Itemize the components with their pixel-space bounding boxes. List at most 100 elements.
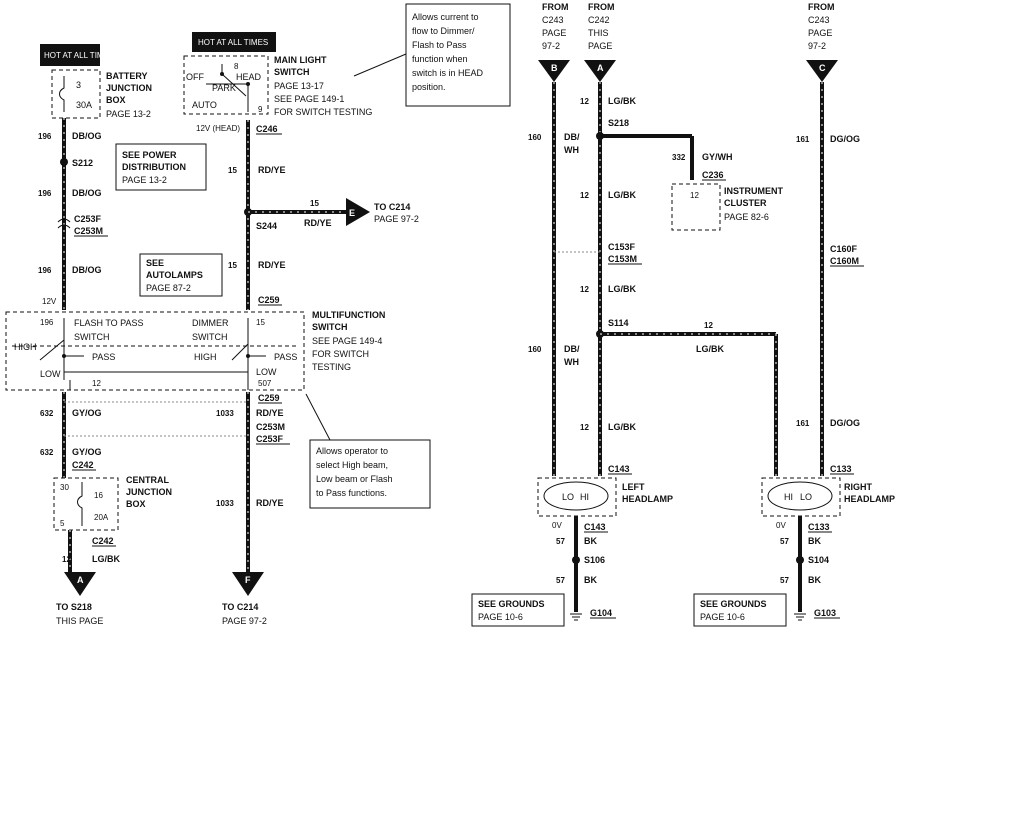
mf-dimmer-l2: SWITCH [192,332,228,342]
circuit-57-lb: 57 [556,576,565,585]
battery-junction-box-outline [51,69,101,119]
from-c243-l3: PAGE [542,28,566,38]
fuse-3-label: 3 [76,80,81,90]
connector-c133-bottom: C133 [808,522,830,532]
circuit-57-la: 57 [556,537,565,546]
ground-g103-label: G103 [814,608,836,618]
mf-pass-left: PASS [92,352,115,362]
cjb-pin-5: 5 [60,519,65,528]
color-bk-ra: BK [808,536,821,546]
cjb-label-l1: CENTRAL [126,475,169,485]
color-dbwh-a1: DB/ [564,132,580,142]
main-light-switch-l1: MAIN LIGHT [274,55,327,65]
hot-badge-battery-text: HOT AT ALL TIMES [44,51,114,60]
circuit-15-b: 15 [310,199,319,208]
splice-s104-label: S104 [808,555,829,565]
connector-e-arrow [346,198,370,226]
see-grounds-right-l2: PAGE 10-6 [700,612,745,622]
connector-c253m: C253M [74,226,103,236]
connector-c253f-mid: C253F [256,434,284,444]
color-rdye-below-a: RD/YE [256,408,284,418]
circuit-15-c: 15 [228,261,237,270]
circuit-12-left: 12 [62,555,71,564]
circuit-12-rc: 12 [580,285,589,294]
cjb-fuse-16: 16 [94,491,103,500]
connector-b-letter: B [551,63,558,73]
callout-bottom-box [309,439,431,509]
callout-bottom-pointer [305,393,331,441]
ground-g104-symbol [570,613,582,621]
circuit-12-rd: 12 [580,423,589,432]
circuit-12-h: 12 [704,321,713,330]
left-headlamp-lo: LO [562,492,574,502]
mf-circuit-15: 15 [256,318,265,327]
ground-g104-label: G104 [590,608,612,618]
switch-pin-8: 8 [234,62,239,71]
connector-c-arrow [806,60,838,82]
switch-contact-2 [246,82,250,86]
mf-label-l1: MULTIFUNCTION [312,310,385,320]
from-c243r-l3: PAGE [808,28,832,38]
from-c243r-l2: C243 [808,15,830,25]
hot-badge-switch [192,32,276,52]
see-power-box [115,143,207,191]
multifunction-switch-outline [5,311,305,391]
switch-contact-1 [220,72,224,76]
see-autolamps-l3: PAGE 87-2 [146,283,191,293]
circuit-12-ra: 12 [580,97,589,106]
callout-top-l6: position. [412,82,446,92]
ic-pin-12: 12 [690,191,699,200]
cjb-pin-30: 30 [60,483,69,492]
color-lgbk-h: LG/BK [696,344,724,354]
left-headlamp-bulb [543,481,609,511]
cjb-label-l3: BOX [126,499,146,509]
connector-c236: C236 [702,170,724,180]
connector-c242-a: C242 [72,460,94,470]
from-c243r-l1: FROM [808,2,835,12]
hot-badge-battery [40,44,100,66]
from-c243r-l4: 97-2 [808,41,826,51]
color-bk-rb: BK [808,575,821,585]
connector-e-letter: E [349,208,355,218]
connector-a-arrow-right [584,60,616,82]
see-autolamps-box [139,253,223,297]
fuse-symbol-battery [59,76,65,112]
left-ov: 0V [552,521,562,530]
circuit-196-b: 196 [38,189,52,198]
callout-top-l4: function when [412,54,468,64]
connector-b-arrow [538,60,570,82]
splice-s106-dot [572,556,580,564]
connector-a-letter-left: A [77,575,84,585]
see-power-l3: PAGE 13-2 [122,175,167,185]
color-bk-la: BK [584,536,597,546]
mf-ftp-l2: SWITCH [74,332,110,342]
color-lgbk-rb: LG/BK [608,190,636,200]
from-c242-l3: THIS [588,28,609,38]
callout-top-box [405,3,511,107]
mf-circuit-196: 196 [40,318,54,327]
mf-contact-1 [62,354,66,358]
voltage-12v-left: 12V [42,297,57,306]
connector-c259: C259 [258,393,280,403]
see-power-l2: DISTRIBUTION [122,162,186,172]
see-autolamps-l2: AUTOLAMPS [146,270,203,280]
splice-s104-dot [796,556,804,564]
color-gywh: GY/WH [702,152,733,162]
see-power-l1: SEE POWER [122,150,177,160]
from-c242-l1: FROM [588,2,615,12]
color-gyog-b: GY/OG [72,447,102,457]
connector-c153f: C153F [608,242,636,252]
see-grounds-right-box [693,593,787,627]
color-dbog-b: DB/OG [72,188,102,198]
color-lgbk-ra: LG/BK [608,96,636,106]
main-light-switch-p1: PAGE 13-17 [274,81,324,91]
switch-hot-head: 12V (HEAD) [196,124,240,133]
circuit-161-b: 161 [796,419,810,428]
mf-circuit-507: 507 [258,379,272,388]
switch-pos-off: OFF [186,72,204,82]
color-rdye-c: RD/YE [258,260,286,270]
left-headlamp-l2: HEADLAMP [622,494,673,504]
to-c214-bottom-label: TO C214 [222,602,258,612]
color-rdye-below-b: RD/YE [256,498,284,508]
circuit-57-ra: 57 [780,537,789,546]
